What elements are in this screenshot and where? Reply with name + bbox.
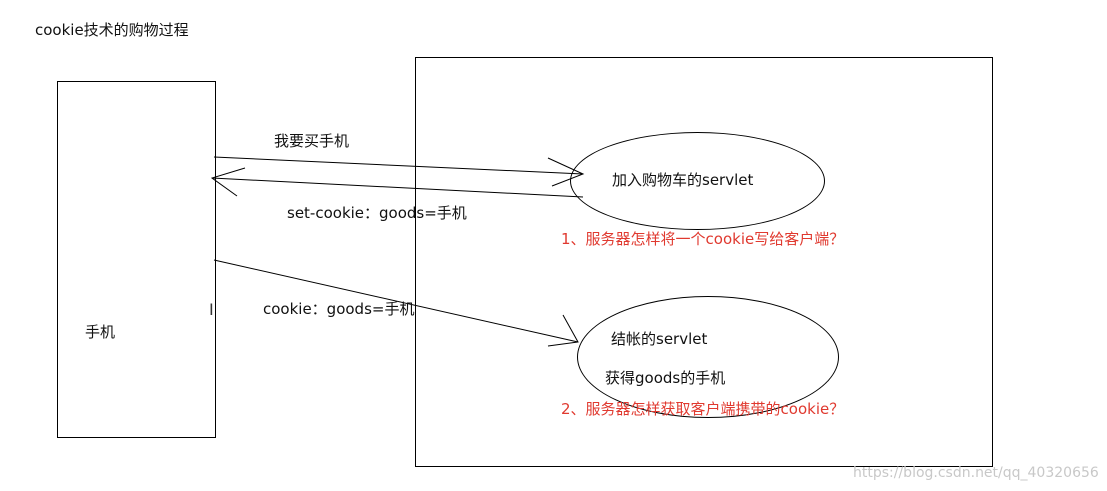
text-cursor-icon: I [209, 300, 214, 319]
watermark: https://blog.csdn.net/qq_40320656 [853, 465, 1099, 481]
question-2: 2、服务器怎样获取客户端携带的cookie？ [561, 400, 845, 418]
set-cookie-arrow [211, 177, 584, 198]
client-label: 手机 [85, 323, 116, 341]
cookie-request-arrowhead [547, 314, 579, 347]
server-box [415, 57, 993, 467]
cookie-request-arrow [213, 259, 579, 343]
checkout-detail-label: 获得goods的手机 [605, 369, 726, 387]
client-box [57, 81, 216, 438]
question-1: 1、服务器怎样将一个cookie写给客户端？ [561, 230, 845, 248]
set-cookie-label: set-cookie：goods=手机 [287, 204, 467, 222]
set-cookie-arrowhead [210, 167, 246, 197]
cart-servlet-ellipse [570, 132, 825, 230]
cookie-request-label: cookie：goods=手机 [263, 300, 415, 318]
buy-request-arrowhead [547, 157, 585, 187]
buy-request-arrow [213, 156, 584, 175]
checkout-servlet-ellipse [577, 296, 839, 418]
buy-request-label: 我要买手机 [274, 132, 350, 150]
checkout-servlet-label: 结帐的servlet [611, 330, 708, 348]
cart-servlet-label: 加入购物车的servlet [612, 171, 754, 189]
page-title: cookie技术的购物过程 [35, 21, 189, 39]
